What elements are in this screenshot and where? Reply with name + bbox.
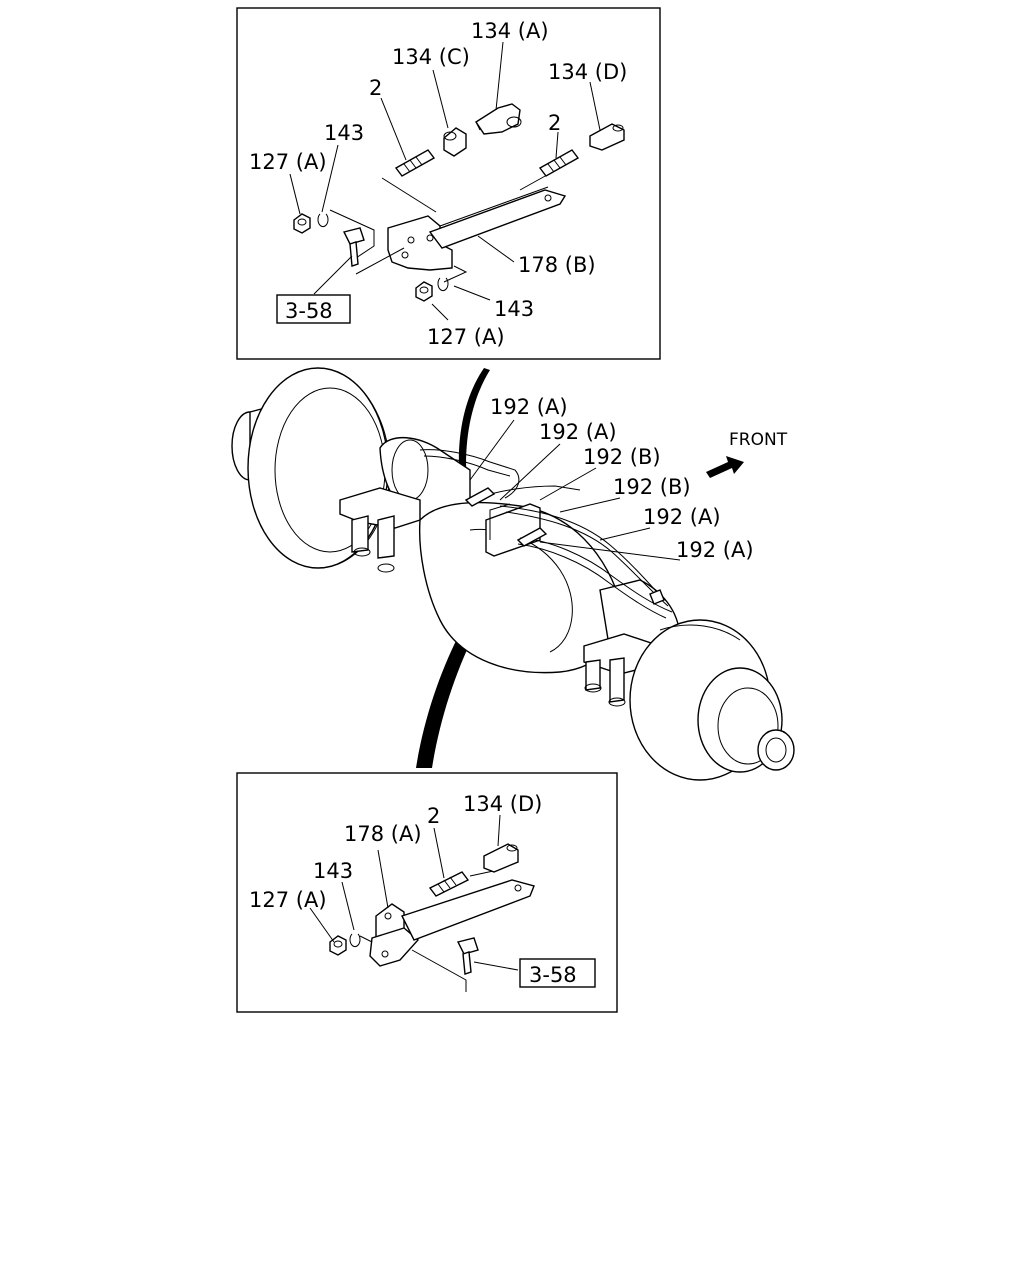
- label-127a-bottom-panel: 127 (A): [249, 888, 327, 912]
- ref-box-text-top: 3-58: [285, 299, 333, 323]
- top-detail-panel: 134 (A) 134 (C) 134 (D) 2 2 143 127 (A) …: [236, 7, 661, 360]
- label-192a-2: 192 (A): [539, 420, 617, 444]
- front-arrow-icon: [706, 456, 744, 478]
- nut-127a-panel-bottom: [329, 935, 347, 956]
- nut-134c: [443, 127, 467, 157]
- label-143-bottom: 143: [494, 297, 534, 321]
- assembly-line: [443, 265, 468, 283]
- washer-143-bottom: [437, 277, 449, 292]
- bottom-panel-frame: [236, 772, 618, 1013]
- label-192b-2: 192 (B): [613, 475, 691, 499]
- leader-lines-middle: [469, 419, 681, 561]
- front-label: FRONT: [729, 430, 788, 450]
- washer-143-top: [317, 213, 329, 228]
- bracket-178b: [387, 186, 567, 271]
- bracket-178a: [369, 879, 535, 967]
- assembly-line: [359, 935, 373, 943]
- washer-143-panel-bottom: [349, 933, 361, 948]
- brake-pipes: [419, 449, 673, 619]
- bolt-3-58-top: [342, 227, 365, 267]
- ref-box-text-bottom: 3-58: [529, 963, 577, 987]
- bottom-detail-panel: 134 (D) 2 178 (A) 143 127 (A) 3-58: [236, 772, 618, 1013]
- bolt-2-left: [394, 149, 436, 177]
- assembly-line: [381, 177, 437, 213]
- label-2-right: 2: [548, 111, 561, 135]
- label-134c: 134 (C): [392, 45, 470, 69]
- assembly-line: [329, 209, 375, 259]
- label-192a-4: 192 (A): [676, 538, 754, 562]
- label-178a: 178 (A): [344, 822, 422, 846]
- ref-box-top: [276, 294, 351, 324]
- callout-wedge-bottom: [416, 548, 526, 768]
- bolt-3-58-bottom: [456, 937, 479, 975]
- label-134d: 134 (D): [548, 60, 627, 84]
- label-143-bottom-panel: 143: [313, 859, 353, 883]
- nut-127a-bottom: [415, 281, 433, 302]
- leader-lines-top: [289, 41, 601, 321]
- fitting-134d-top: [589, 123, 625, 151]
- label-143-top: 143: [324, 121, 364, 145]
- label-134a: 134 (A): [471, 19, 549, 43]
- bolt-2-right: [538, 149, 580, 177]
- label-2-left: 2: [369, 76, 382, 100]
- fitting-134d-bottom: [483, 843, 519, 873]
- right-wheel-hub: [629, 619, 795, 781]
- label-127a-bottom: 127 (A): [427, 325, 505, 349]
- label-178b: 178 (B): [518, 253, 596, 277]
- assembly-line: [411, 949, 467, 992]
- rear-axle-assembly: [231, 367, 795, 781]
- top-panel-frame: [236, 7, 661, 360]
- label-192b-1: 192 (B): [583, 445, 661, 469]
- ref-box-bottom: [519, 958, 596, 988]
- tee-134a: [475, 103, 522, 135]
- leader-lines-bottom: [309, 814, 519, 971]
- label-192a-3: 192 (A): [643, 505, 721, 529]
- label-2-bottom: 2: [427, 804, 440, 828]
- bolt-2-bottom: [428, 871, 470, 897]
- label-127a-top: 127 (A): [249, 150, 327, 174]
- nut-127a-top: [293, 213, 311, 234]
- label-134d-bottom: 134 (D): [463, 792, 542, 816]
- differential-housing: [418, 501, 622, 674]
- label-192a-1: 192 (A): [490, 395, 568, 419]
- assembly-line: [355, 247, 405, 275]
